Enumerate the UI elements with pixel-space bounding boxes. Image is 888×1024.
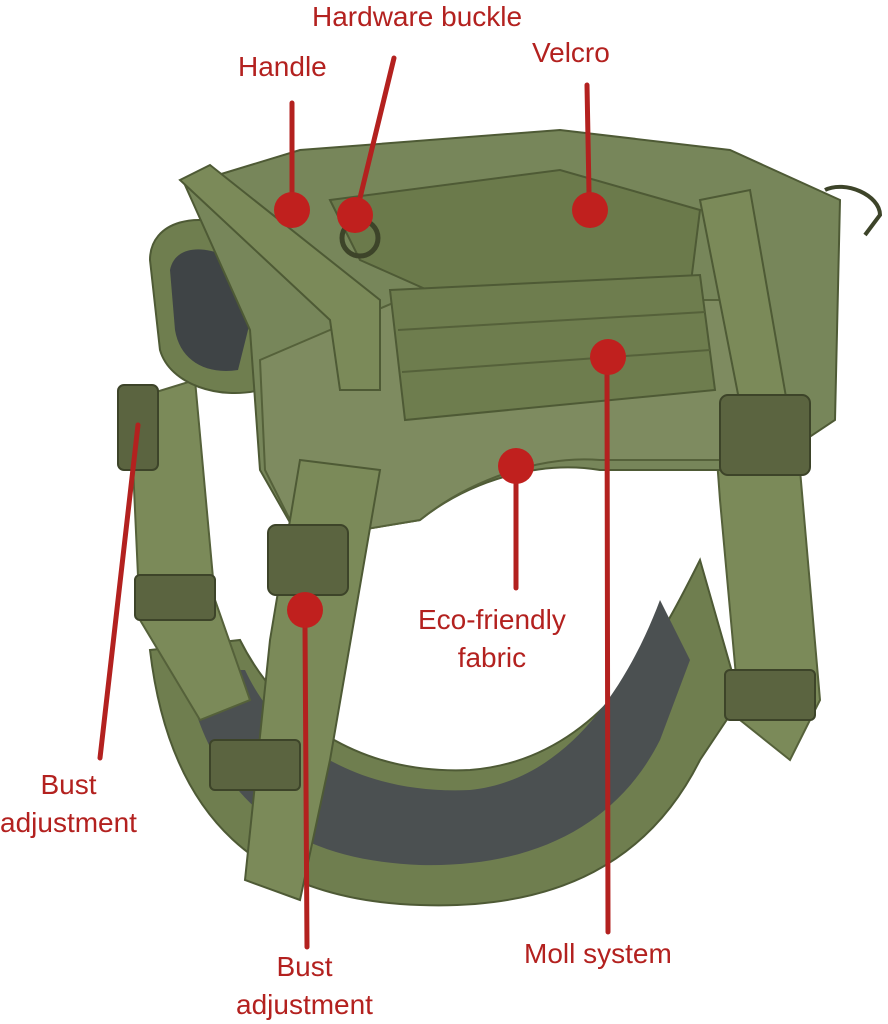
- dot-velcro: [572, 192, 608, 228]
- handle-strap: [178, 163, 381, 391]
- slider-right: [724, 669, 816, 721]
- label-eco-fabric-line2: fabric: [457, 642, 527, 673]
- label-moll-system: Moll system: [524, 935, 672, 973]
- label-velcro-text: Velcro: [532, 37, 610, 68]
- label-hardware-buckle: Hardware buckle: [312, 0, 522, 36]
- label-moll-system-text: Moll system: [524, 938, 672, 969]
- buckle-right: [719, 394, 811, 476]
- dot-hardware-buckle: [337, 197, 373, 233]
- leader-hardware-buckle: [357, 55, 397, 201]
- dot-eco-fabric: [498, 448, 534, 484]
- label-bust-bottom-line1: Bust: [276, 951, 333, 982]
- buckle-front: [267, 524, 349, 596]
- leader-bust-bottom: [302, 623, 310, 950]
- label-hardware-buckle-text: Hardware buckle: [312, 1, 523, 32]
- label-bust-left: Bust adjustment: [0, 766, 137, 842]
- label-bust-left-line1: Bust: [40, 769, 97, 800]
- dot-moll-system: [590, 339, 626, 375]
- label-velcro: Velcro: [532, 34, 610, 72]
- label-handle: Handle: [238, 48, 327, 86]
- leader-velcro: [584, 82, 592, 195]
- slider-front: [209, 739, 301, 791]
- slider-left: [134, 574, 216, 621]
- label-eco-fabric: Eco-friendly fabric: [418, 601, 566, 677]
- label-handle-text: Handle: [238, 51, 327, 82]
- label-bust-left-line2: adjustment: [0, 807, 137, 838]
- side-hook: [824, 184, 883, 237]
- leader-moll-system: [604, 372, 611, 935]
- dot-bust-bottom: [287, 592, 323, 628]
- molle-strip: [388, 273, 717, 422]
- label-eco-fabric-line1: Eco-friendly: [418, 604, 566, 635]
- leader-bust-left: [97, 422, 141, 761]
- dot-handle: [274, 192, 310, 228]
- label-bust-bottom: Bust adjustment: [236, 948, 373, 1024]
- label-bust-bottom-line2: adjustment: [236, 989, 373, 1020]
